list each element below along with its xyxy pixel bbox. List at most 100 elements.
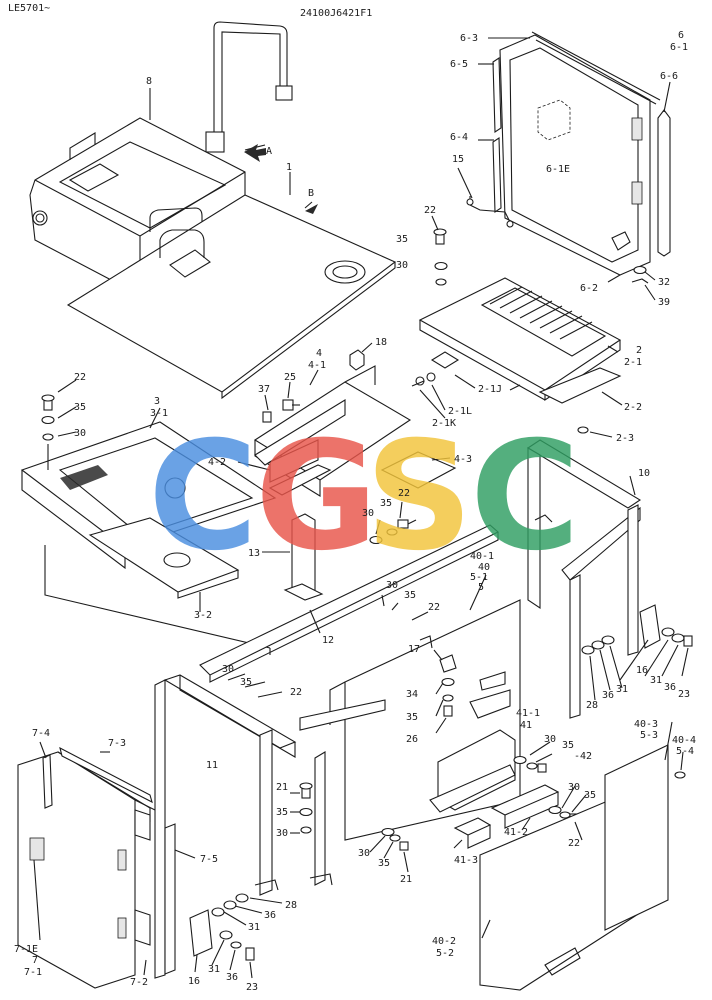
callout-label: 22 xyxy=(428,602,440,613)
callout-label: 23 xyxy=(678,689,690,700)
view-marker-b: B xyxy=(308,188,314,199)
callout-label: 41-1 xyxy=(516,708,540,719)
watermark-letter-2: G xyxy=(255,410,378,584)
callout-label: 39 xyxy=(658,297,670,308)
callout-label: 7-2 xyxy=(130,977,148,988)
callout-label: 21 xyxy=(400,874,412,885)
callout-label: 22 xyxy=(290,687,302,698)
callout-label: 2-1 xyxy=(624,357,642,368)
callout-label: 36 xyxy=(264,910,276,921)
callout-label: 2-2 xyxy=(624,402,642,413)
callout-label: 22 xyxy=(568,838,580,849)
callout-label: 40-3 xyxy=(634,719,658,730)
bracket-assembly-41 xyxy=(381,729,579,851)
callout-label: 11 xyxy=(206,760,218,771)
callout-label: 35 xyxy=(378,858,390,869)
callout-label: 2-3 xyxy=(616,433,634,444)
callout-label: 4-1 xyxy=(308,360,326,371)
watermark-letter-1: C xyxy=(148,410,258,584)
callout-label: 7-5 xyxy=(200,854,218,865)
callout-label: 35 xyxy=(396,234,408,245)
callout-label: 6-3 xyxy=(460,33,478,44)
callout-label: 6-1E xyxy=(546,164,570,175)
callout-label: 23 xyxy=(246,982,258,993)
callout-label: 18 xyxy=(375,337,387,348)
callout-label: 3-2 xyxy=(194,610,212,621)
hardware-stack-c xyxy=(439,654,457,717)
callout-label: 41-3 xyxy=(454,855,478,866)
callout-label: 3 xyxy=(154,396,160,407)
callout-label: 35 xyxy=(240,677,252,688)
callout-label: 36 xyxy=(602,690,614,701)
callout-label: 6 xyxy=(678,30,684,41)
callout-label: 22 xyxy=(398,488,410,499)
callout-label: 6-1 xyxy=(670,42,688,53)
callout-label: 40 xyxy=(478,562,490,573)
callout-label: 31 xyxy=(208,964,220,975)
callout-label: 35 xyxy=(276,807,288,818)
callout-label: 5-1 xyxy=(470,572,488,583)
tray-assembly-3 xyxy=(20,394,277,655)
callout-label: 36 xyxy=(664,682,676,693)
hardware-stack-a xyxy=(433,228,448,286)
callout-label: 5-4 xyxy=(676,746,694,757)
callout-label: 22 xyxy=(74,372,86,383)
part-number: 24100J6421F1 xyxy=(300,8,372,19)
callout-label: 30 xyxy=(568,782,580,793)
callout-label: 32 xyxy=(658,277,670,288)
hardware-stack-e xyxy=(189,893,255,961)
watermark-letter-3: S xyxy=(365,410,473,584)
hardware-stack-d xyxy=(299,782,313,834)
callout-label: 41-2 xyxy=(504,827,528,838)
callout-label: 28 xyxy=(285,900,297,911)
callout-label: 7-4 xyxy=(32,728,50,739)
callout-label: 30 xyxy=(276,828,288,839)
callout-label: 16 xyxy=(188,976,200,987)
bracket-assembly-4 xyxy=(253,349,457,497)
callout-label: 16 xyxy=(636,665,648,676)
callout-label: 30 xyxy=(358,848,370,859)
callout-label: 35 xyxy=(406,712,418,723)
crossbar-12 xyxy=(199,524,499,683)
callout-label: 7-1E xyxy=(14,944,38,955)
callout-label: 40-4 xyxy=(672,735,696,746)
callout-label: 6-4 xyxy=(450,132,468,143)
floor-plate-1 xyxy=(66,194,397,400)
callout-label: 5 xyxy=(478,582,484,593)
callout-label: 34 xyxy=(406,689,418,700)
left-frame-11 xyxy=(154,674,386,979)
callout-label: 21 xyxy=(276,782,288,793)
callout-label: 35 xyxy=(584,790,596,801)
callout-label: 5-3 xyxy=(640,730,658,741)
right-panel-40-3 xyxy=(604,744,686,931)
left-door-assembly-7 xyxy=(17,746,176,989)
callout-label: 6-2 xyxy=(580,283,598,294)
callout-label: 35 xyxy=(380,498,392,509)
callout-label: 2 xyxy=(636,345,642,356)
callout-label: 28 xyxy=(586,700,598,711)
callout-label: 15 xyxy=(452,154,464,165)
callout-label: 41 xyxy=(520,720,532,731)
callout-label: 31 xyxy=(248,922,260,933)
center-panel-40 xyxy=(329,599,521,841)
callout-label: 10 xyxy=(638,468,650,479)
callout-label: 3-1 xyxy=(150,408,168,419)
callout-label: 7 xyxy=(32,955,38,966)
callout-label: 30 xyxy=(396,260,408,271)
callout-label: 35 xyxy=(404,590,416,601)
callout-label: 6-5 xyxy=(450,59,468,70)
leader-lines xyxy=(33,37,689,979)
callout-labels: 8 1 6 6-1 6-3 6-5 6-6 6-4 6-1E 15 6-2 32… xyxy=(14,30,696,993)
callout-label: 8 xyxy=(146,76,152,87)
hardware-stack-f xyxy=(581,604,693,655)
view-marker-a: A xyxy=(266,146,272,157)
callout-label: 30 xyxy=(222,664,234,675)
callout-label: 17 xyxy=(408,644,420,655)
callout-label: 30 xyxy=(74,428,86,439)
callout-label: 2-1L xyxy=(448,406,472,417)
callout-label: 31 xyxy=(616,684,628,695)
callout-label: 25 xyxy=(284,372,296,383)
callout-label: 5-2 xyxy=(436,948,454,959)
callout-label: -42 xyxy=(574,751,592,762)
